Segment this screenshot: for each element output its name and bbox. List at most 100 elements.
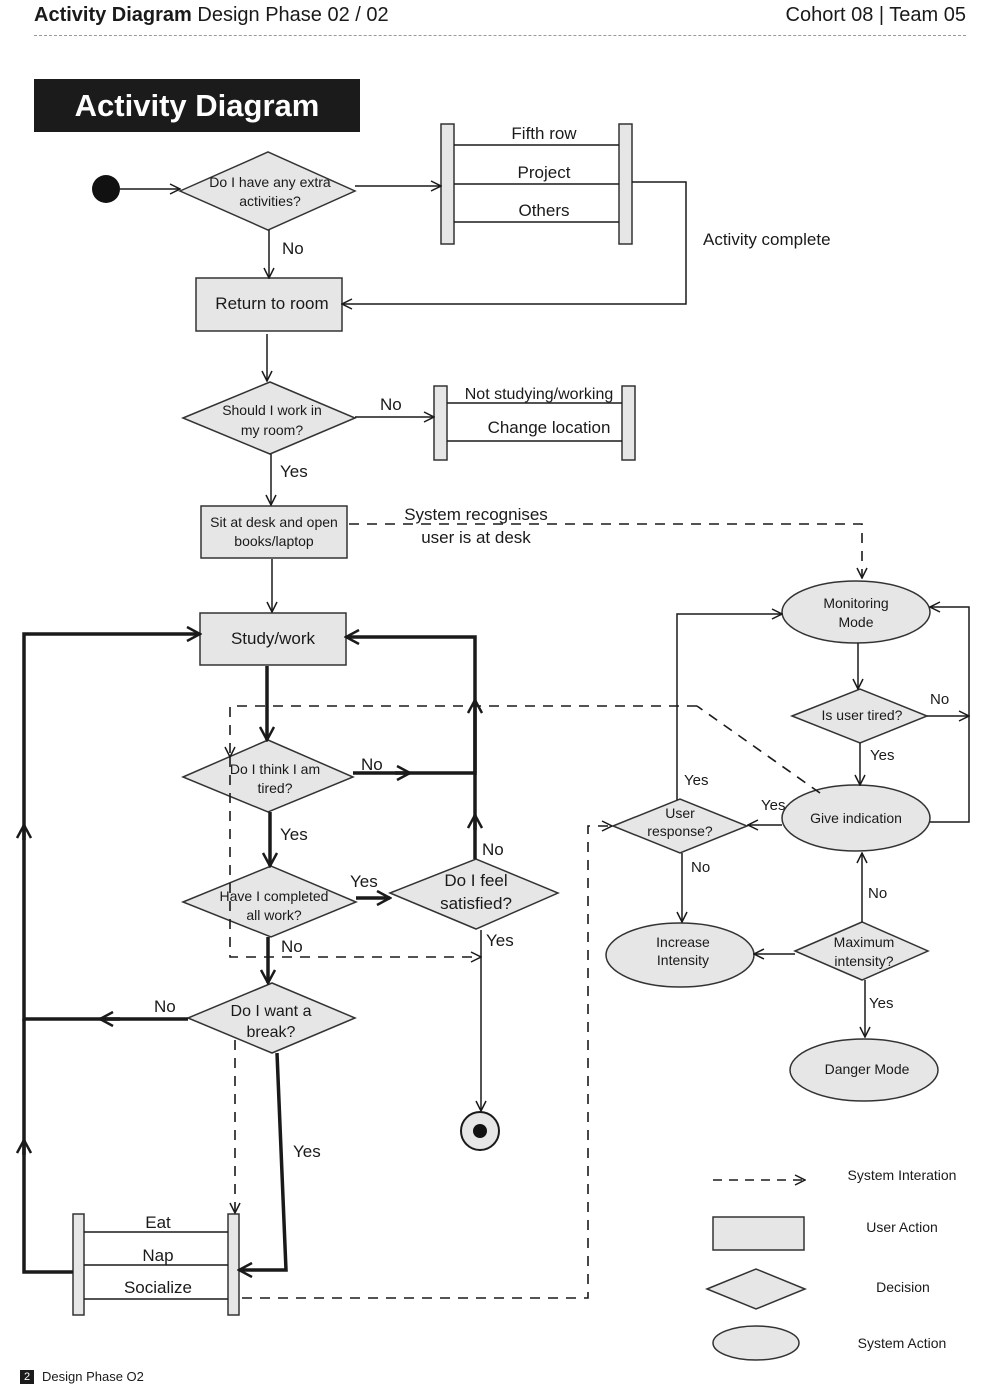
footer-label: Design Phase O2	[42, 1369, 144, 1384]
end-node-core	[473, 1124, 487, 1138]
label-change-location: Change location	[488, 418, 611, 437]
legend-decision: Decision	[876, 1279, 930, 1295]
fork-not-working-right	[621, 385, 636, 461]
label-satisfied-2: satisfied?	[440, 894, 512, 913]
legend-system-action-swatch	[712, 1325, 800, 1361]
edge-system-recognises	[349, 523, 862, 578]
danger-mode-node	[789, 1038, 939, 1102]
edge-break-no	[22, 634, 200, 1021]
decision-completed-work	[180, 865, 358, 938]
label-work-room-1: Should I work in	[222, 402, 322, 418]
page-footer: 2 Design Phase O2	[20, 1369, 144, 1384]
label-response-no: No	[691, 859, 710, 876]
label-break-2: break?	[247, 1024, 296, 1041]
label-increase-2: Intensity	[657, 952, 709, 968]
label-increase-1: Increase	[656, 934, 710, 950]
return-to-room-box	[195, 277, 343, 332]
sit-at-desk-box	[200, 505, 348, 559]
label-think-tired-1: Do I think I am	[230, 761, 320, 777]
decision-extra-activities	[178, 151, 357, 231]
decision-feel-satisfied	[388, 858, 560, 930]
label-max-no: No	[868, 885, 887, 902]
label-satisfied-yes: Yes	[486, 931, 514, 950]
header-team: Cohort 08 | Team 05	[785, 4, 967, 26]
label-others: Others	[518, 201, 569, 220]
label-max-2: intensity?	[834, 953, 893, 969]
label-indication-yes: Yes	[761, 797, 785, 814]
label-monitoring-2: Mode	[838, 614, 873, 630]
label-extra-activities-2: activities?	[239, 193, 301, 209]
label-completed-1: Have I completed	[220, 888, 329, 904]
diagram-title: Activity Diagram	[34, 79, 360, 132]
edge-dashed-left-down	[229, 757, 481, 957]
edge-response-yes	[676, 614, 782, 800]
label-extra-no: No	[282, 239, 304, 258]
label-danger-mode: Danger Mode	[825, 1061, 910, 1077]
label-think-tired-yes: Yes	[280, 825, 308, 844]
edge-tired-no-return	[346, 637, 477, 775]
label-think-tired-2: tired?	[257, 780, 292, 796]
label-completed-no: No	[281, 937, 303, 956]
label-work-room-no: No	[380, 395, 402, 414]
label-sit-at-desk-1: Sit at desk and open	[210, 514, 338, 530]
legend-user-action: User Action	[866, 1219, 938, 1235]
fork-break-left	[72, 1213, 85, 1316]
fork-bar-right	[618, 123, 633, 245]
legend-system-action: System Action	[858, 1335, 947, 1351]
edge-indication-loop	[930, 607, 970, 823]
label-activity-complete: Activity complete	[703, 230, 831, 249]
label-user-response-1: User	[665, 805, 695, 821]
label-completed-yes: Yes	[350, 872, 378, 891]
decision-want-break	[186, 982, 357, 1054]
label-break-no: No	[154, 997, 176, 1016]
label-socialize: Socialize	[124, 1278, 192, 1297]
label-fifth-row: Fifth row	[511, 124, 577, 143]
legend-decision-swatch	[705, 1268, 807, 1310]
page-header: Activity Diagram Design Phase 02 / 02 Co…	[34, 4, 966, 32]
label-user-response-2: response?	[647, 823, 713, 839]
monitoring-mode-node	[781, 580, 931, 644]
label-satisfied-no: No	[482, 840, 504, 859]
edge-break-yes	[239, 1052, 288, 1270]
label-completed-2: all work?	[246, 907, 301, 923]
label-monitoring-1: Monitoring	[823, 595, 888, 611]
label-project: Project	[518, 163, 571, 182]
label-study-work: Study/work	[231, 629, 316, 648]
label-extra-activities-1: Do I have any extra	[209, 174, 331, 190]
legend-system-interaction: System Interation	[848, 1167, 957, 1183]
label-system-recognises-2: user is at desk	[421, 528, 531, 547]
label-break-1: Do I want a	[231, 1003, 312, 1020]
label-work-room-yes: Yes	[280, 462, 308, 481]
label-response-yes: Yes	[684, 772, 708, 789]
label-give-indication: Give indication	[810, 810, 902, 826]
edge-system-to-tired	[230, 705, 697, 757]
fork-bar-left	[440, 123, 455, 245]
label-break-yes: Yes	[293, 1142, 321, 1161]
label-user-tired-no: No	[930, 691, 949, 708]
header-title: Activity Diagram Design Phase 02 / 02	[34, 4, 389, 26]
label-user-tired-yes: Yes	[870, 747, 894, 764]
fork-break-right	[227, 1213, 240, 1316]
label-max-1: Maximum	[834, 934, 895, 950]
start-node	[92, 175, 120, 203]
label-satisfied-1: Do I feel	[444, 871, 507, 890]
label-not-studying: Not studying/working	[465, 386, 614, 403]
page-number: 2	[20, 1369, 34, 1384]
header-divider	[34, 35, 966, 36]
decision-work-in-room	[181, 381, 357, 455]
decision-max-intensity	[793, 921, 930, 981]
label-work-room-2: my room?	[241, 422, 303, 438]
label-system-recognises-1: System recognises	[404, 505, 548, 524]
label-think-tired-no: No	[361, 755, 383, 774]
edge-dashed-bottom	[242, 826, 612, 1299]
edge-fork-to-loop	[22, 1019, 73, 1274]
label-sit-at-desk-2: books/laptop	[234, 533, 314, 549]
label-nap: Nap	[142, 1246, 173, 1265]
edge-indication-diag	[696, 705, 821, 794]
decision-think-tired	[181, 739, 355, 813]
label-eat: Eat	[145, 1213, 171, 1232]
edge-activity-complete	[342, 181, 687, 304]
label-return-to-room: Return to room	[215, 294, 328, 313]
label-max-yes: Yes	[869, 995, 893, 1012]
